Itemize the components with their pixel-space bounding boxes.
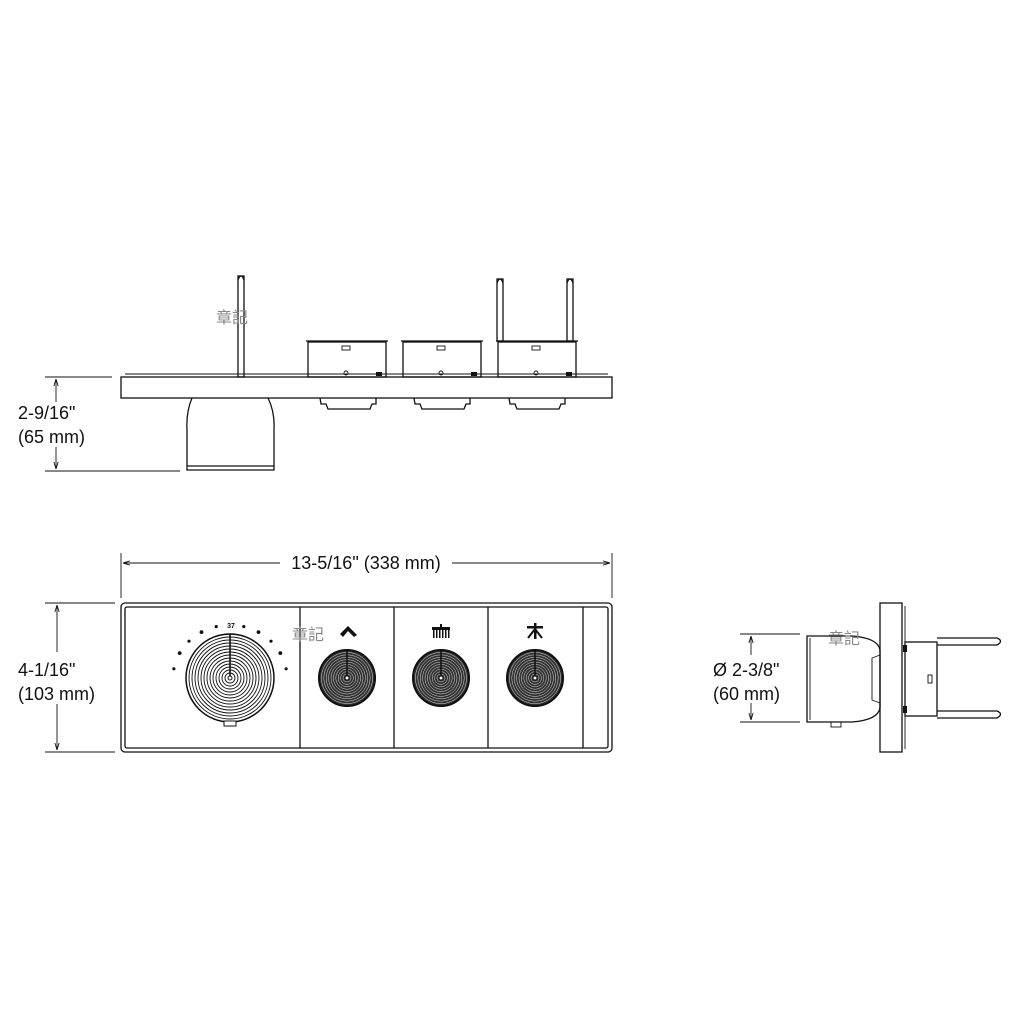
front-view: 13-5/16" (338 mm) 37 xyxy=(18,553,613,753)
width-dimension: 13-5/16" (338 mm) xyxy=(120,553,613,598)
tub-spout-icon xyxy=(340,626,357,637)
trim-plate xyxy=(120,602,613,753)
showerhead-icon xyxy=(432,624,450,638)
watermark: 章記 xyxy=(828,629,860,648)
mounting-post xyxy=(237,275,245,378)
valve-plate-profile xyxy=(120,376,613,399)
valve-cartridge-box xyxy=(496,340,578,378)
watermark: 章記 xyxy=(216,308,248,327)
scale-dot xyxy=(278,651,283,656)
height-mm-label: (103 mm) xyxy=(18,684,95,704)
valve-cartridge-box xyxy=(306,340,388,378)
flange xyxy=(879,602,903,753)
end-view: Ø 2-3/8" (60 mm) 章記 xyxy=(713,602,1002,753)
temperature-scale-dots xyxy=(172,624,288,671)
width-label: 13-5/16" (338 mm) xyxy=(291,553,440,573)
scale-dot xyxy=(256,630,261,634)
mounting-post xyxy=(496,278,574,342)
diameter-mm-label: (60 mm) xyxy=(713,684,780,704)
valve-cartridge-box xyxy=(401,340,483,378)
knob-profile xyxy=(319,397,566,410)
temperature-mark: 37 xyxy=(227,623,235,630)
scale-dot xyxy=(269,639,273,643)
knob-body xyxy=(806,635,881,723)
scale-dot xyxy=(242,624,246,629)
handshower-icon xyxy=(527,623,543,639)
mounting-rods xyxy=(937,637,1002,719)
scale-dot xyxy=(214,624,218,629)
thermostat-dial[interactable] xyxy=(185,633,275,727)
top-view: 2-9/16" (65 mm) 章記 xyxy=(18,275,613,472)
cartridge-box xyxy=(904,641,938,717)
scale-dot xyxy=(199,630,204,634)
scale-dot xyxy=(187,639,191,643)
scale-dot xyxy=(284,667,288,671)
thermostat-knob-profile xyxy=(186,397,275,471)
height-inches-label: 2-9/16" xyxy=(18,403,75,423)
diameter-inches-label: Ø 2-3/8" xyxy=(713,660,779,680)
diverter-knob-handshower[interactable] xyxy=(506,649,564,707)
diameter-dimension: Ø 2-3/8" (60 mm) xyxy=(713,633,800,723)
scale-dot xyxy=(177,651,182,656)
diverter-knob-shower[interactable] xyxy=(412,649,470,707)
diverter-knob-tub[interactable] xyxy=(318,649,376,707)
height-mm-label: (65 mm) xyxy=(18,427,85,447)
height-dimension: 4-1/16" (103 mm) xyxy=(18,602,115,753)
height-inches-label: 4-1/16" xyxy=(18,660,75,680)
scale-dot xyxy=(172,667,176,671)
watermark: 章記 xyxy=(292,625,324,644)
height-dimension: 2-9/16" (65 mm) xyxy=(18,376,180,472)
